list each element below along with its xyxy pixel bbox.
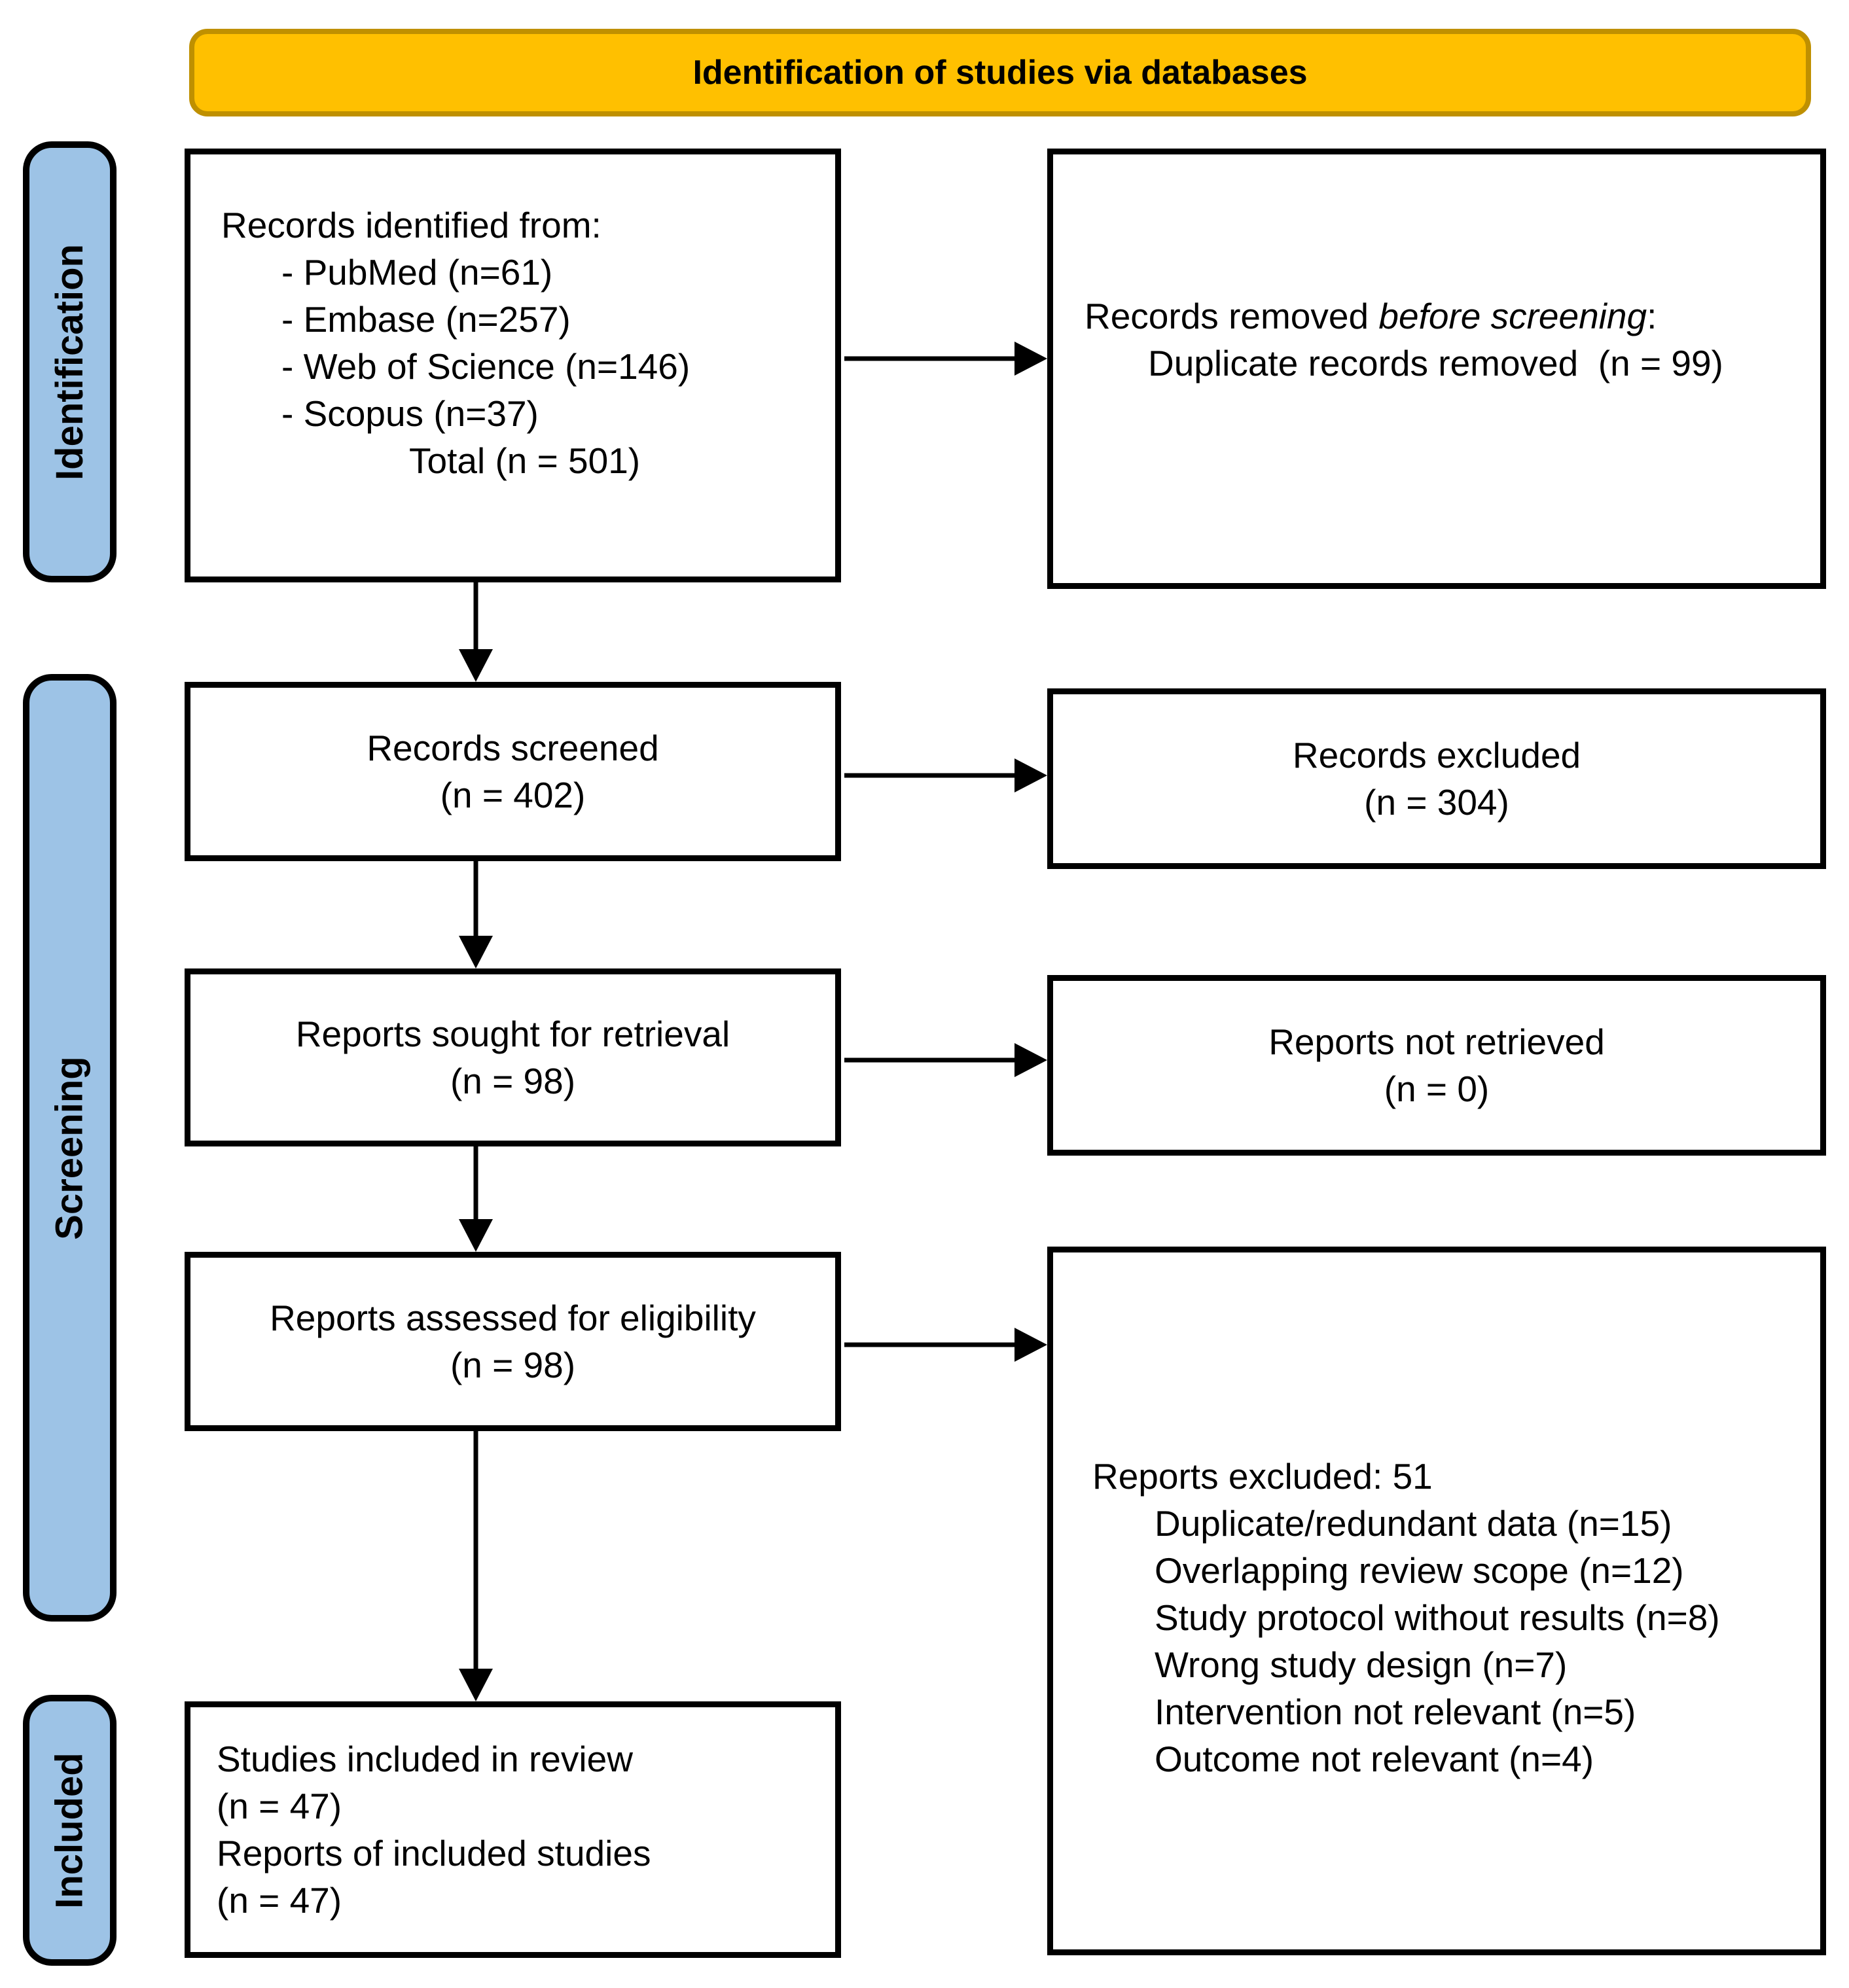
stage-bar-included: Included — [23, 1695, 117, 1966]
stage-bar-screening: Screening — [23, 674, 117, 1622]
reports-not-retrieved-count: (n = 0) — [1384, 1069, 1490, 1109]
records-excluded-count: (n = 304) — [1364, 782, 1509, 823]
box-reports-sought: Reports sought for retrieval (n = 98) — [185, 968, 841, 1146]
exclusion-reason: Outcome not relevant (n=4) — [1155, 1738, 1594, 1779]
exclusion-reason: Duplicate/redundant data (n=15) — [1155, 1502, 1672, 1544]
exclusion-reason: Study protocol without results (n=8) — [1155, 1597, 1720, 1638]
reports-not-retrieved-label: Reports not retrieved — [1268, 1021, 1605, 1062]
exclusion-reason: Intervention not relevant (n=5) — [1155, 1691, 1636, 1732]
source-pubmed: - PubMed (n=61) — [281, 251, 553, 293]
duplicates-removed-line: Duplicate records removed (n = 99) — [1148, 342, 1723, 383]
arrow-screened-to-excluded — [844, 758, 1047, 792]
records-removed-title: Records removed before screening: — [1085, 295, 1657, 336]
exclusion-reason: Wrong study design (n=7) — [1155, 1644, 1568, 1685]
source-scopus: - Scopus (n=37) — [281, 393, 539, 434]
source-embase: - Embase (n=257) — [281, 298, 571, 340]
arrow-assessed-to-included — [459, 1431, 493, 1701]
reports-included-label: Reports of included studies — [217, 1833, 651, 1873]
arrow-identified-to-removed — [844, 342, 1047, 376]
arrow-sought-to-not-retrieved — [844, 1043, 1047, 1077]
box-reports-not-retrieved: Reports not retrieved (n = 0) — [1047, 975, 1826, 1156]
source-web-of-science: - Web of Science (n=146) — [281, 346, 691, 387]
reports-included-count: (n = 47) — [217, 1880, 342, 1921]
arrow-screened-to-sought — [459, 861, 493, 968]
reports-sought-count: (n = 98) — [450, 1061, 576, 1101]
records-identified-title: Records identified from: — [221, 204, 601, 245]
box-records-identified: Records identified from: - PubMed (n=61)… — [185, 149, 841, 582]
records-identified-total: Total (n = 501) — [409, 440, 641, 481]
arrow-sought-to-assessed — [459, 1146, 493, 1252]
reports-sought-label: Reports sought for retrieval — [295, 1014, 730, 1054]
records-screened-label: Records screened — [367, 728, 659, 768]
stage-label-included: Included — [48, 1752, 91, 1909]
studies-included-label: Studies included in review — [217, 1739, 633, 1779]
stage-label-identification: Identification — [48, 243, 92, 480]
studies-included-count: (n = 47) — [217, 1786, 342, 1826]
box-records-removed: Records removed before screening: Duplic… — [1047, 149, 1826, 589]
reports-assessed-label: Reports assessed for eligibility — [270, 1298, 756, 1338]
stage-bar-identification: Identification — [23, 141, 117, 582]
arrow-assessed-to-reports-excluded — [844, 1328, 1047, 1362]
box-records-screened: Records screened (n = 402) — [185, 682, 841, 861]
banner-title: Identification of studies via databases — [189, 29, 1811, 116]
exclusion-reason: Overlapping review scope (n=12) — [1155, 1550, 1684, 1591]
box-reports-assessed: Reports assessed for eligibility (n = 98… — [185, 1252, 841, 1431]
box-studies-included: Studies included in review (n = 47) Repo… — [185, 1701, 841, 1958]
arrow-identified-to-screened — [459, 582, 493, 682]
box-records-excluded: Records excluded (n = 304) — [1047, 688, 1826, 869]
box-reports-excluded: Reports excluded: 51 Duplicate/redundant… — [1047, 1247, 1826, 1955]
stage-label-screening: Screening — [48, 1056, 91, 1240]
reports-assessed-count: (n = 98) — [450, 1345, 576, 1385]
reports-excluded-title: Reports excluded: 51 — [1092, 1455, 1433, 1497]
records-screened-count: (n = 402) — [440, 775, 586, 815]
records-excluded-label: Records excluded — [1292, 735, 1581, 775]
